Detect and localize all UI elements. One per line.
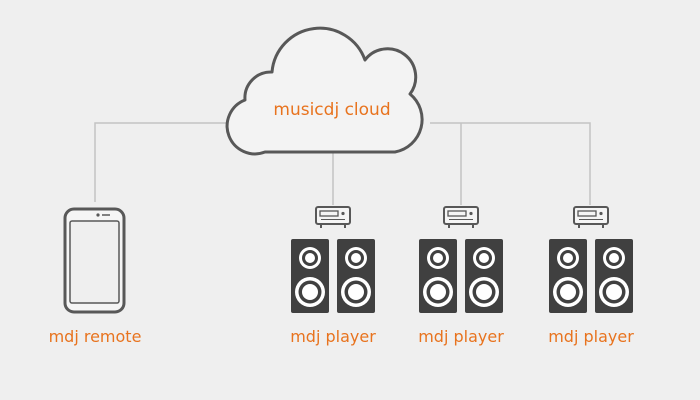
cloud-icon [225, 26, 424, 156]
cloud-label: musicdj cloud [273, 100, 391, 120]
remote-label: mdj remote [48, 327, 142, 346]
speaker-icon [419, 239, 457, 313]
remote-connector [94, 122, 240, 202]
receiver-icon [443, 206, 479, 228]
connector-lines [94, 122, 591, 205]
speakers-group [291, 239, 633, 313]
player-label-1: mdj player [290, 327, 376, 346]
receiver-icon [315, 206, 351, 228]
speaker-icon [465, 239, 503, 313]
receiver-icon [573, 206, 609, 228]
speaker-icon [291, 239, 329, 313]
speaker-icon [337, 239, 375, 313]
receivers-group [315, 206, 609, 228]
speaker-icon [595, 239, 633, 313]
smartphone-icon [63, 207, 126, 314]
speaker-icon [549, 239, 587, 313]
player-label-2: mdj player [418, 327, 504, 346]
cloud-right-connector [430, 122, 591, 205]
player-label-3: mdj player [548, 327, 634, 346]
